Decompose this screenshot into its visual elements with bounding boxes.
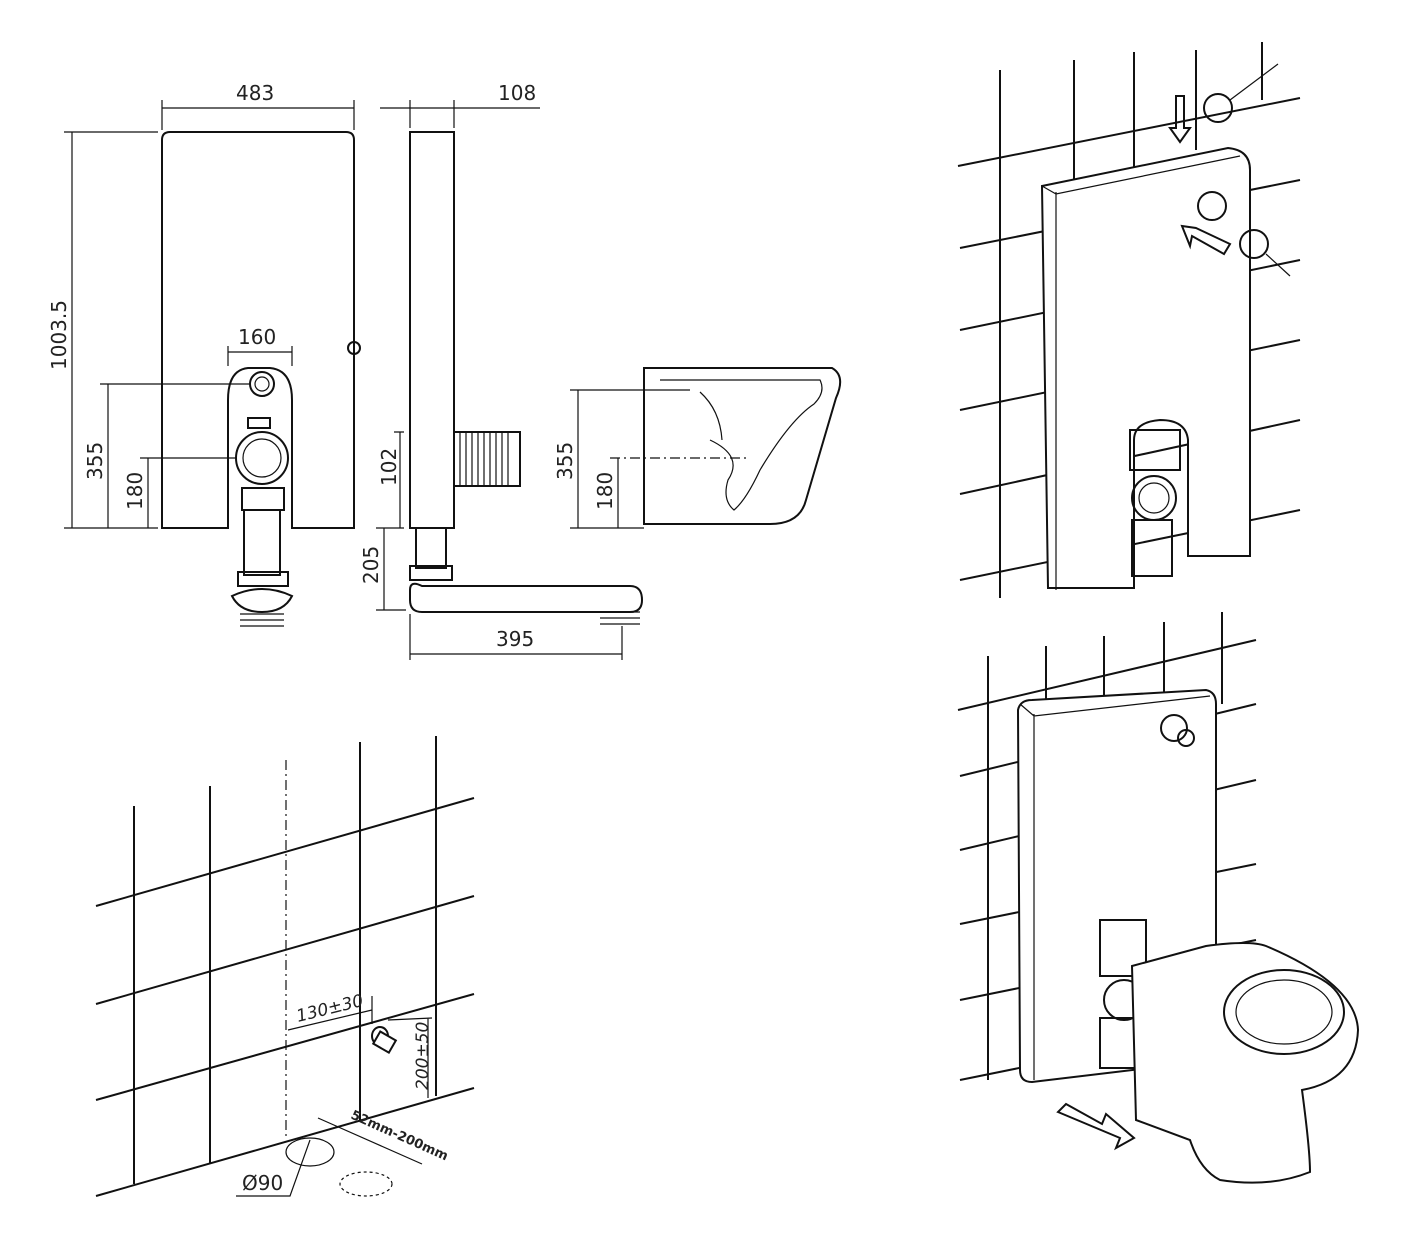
side-view: 108 102 205 395 (359, 81, 644, 660)
bowl-dim-outlet-height: 180 (593, 472, 617, 510)
dim-depth: 108 (498, 81, 536, 105)
dim-width: 483 (236, 81, 274, 105)
wall-layout-plan: 130±30 200±50 52mm-200mm Ø90 (95, 736, 475, 1197)
bowl-side-view: 355 180 (553, 367, 842, 529)
dim-valve-height: 200±50 (413, 1022, 433, 1090)
dim-drain-diameter: Ø90 (242, 1171, 283, 1195)
install-step-toilet-mount (957, 612, 1360, 1184)
dim-horizontal-offset: 130±30 (294, 991, 365, 1027)
dim-pipe-height: 102 (377, 448, 401, 486)
install-step-panel-mount (957, 42, 1301, 598)
dim-outlet-width: 160 (238, 325, 276, 349)
dim-inlet-height: 355 (83, 442, 107, 480)
front-view: 483 1003.5 160 355 180 (47, 81, 361, 627)
dim-outlet-height: 180 (123, 472, 147, 510)
bowl-dim-inlet-height: 355 (553, 442, 577, 480)
dim-height: 1003.5 (47, 300, 71, 370)
dim-drain-range: 52mm-200mm (348, 1108, 450, 1164)
dim-pipe-length: 395 (496, 627, 534, 651)
valve-icon (371, 1026, 398, 1055)
dim-bottom-height: 205 (359, 546, 383, 584)
